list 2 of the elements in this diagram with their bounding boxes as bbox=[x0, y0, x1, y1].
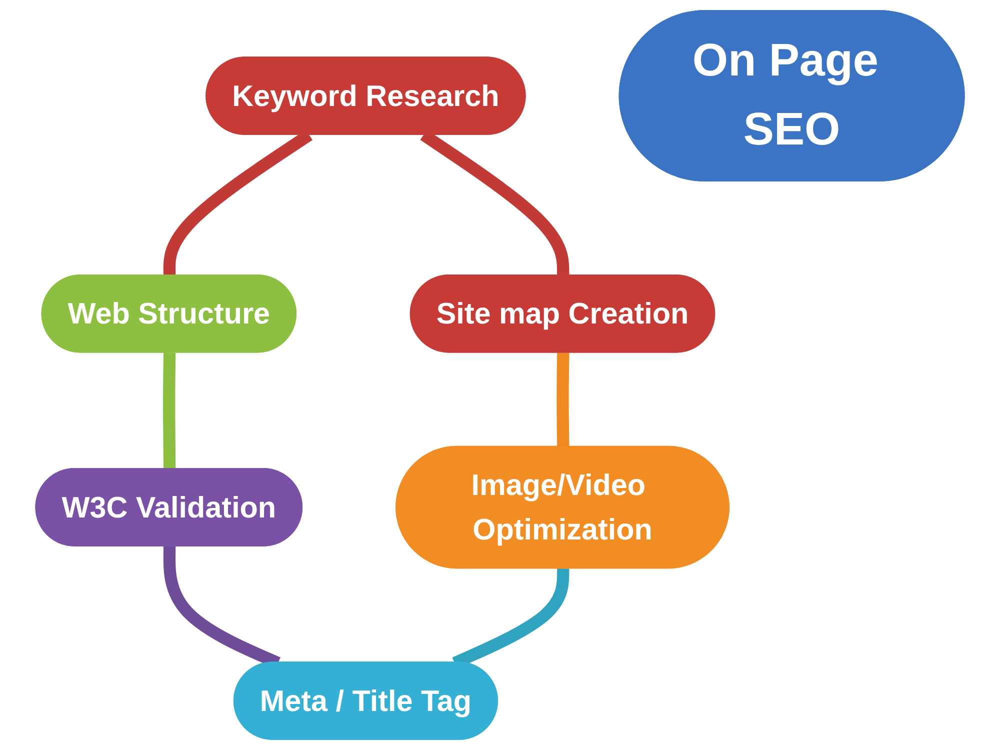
connector bbox=[163, 352, 176, 470]
connector bbox=[556, 352, 570, 448]
